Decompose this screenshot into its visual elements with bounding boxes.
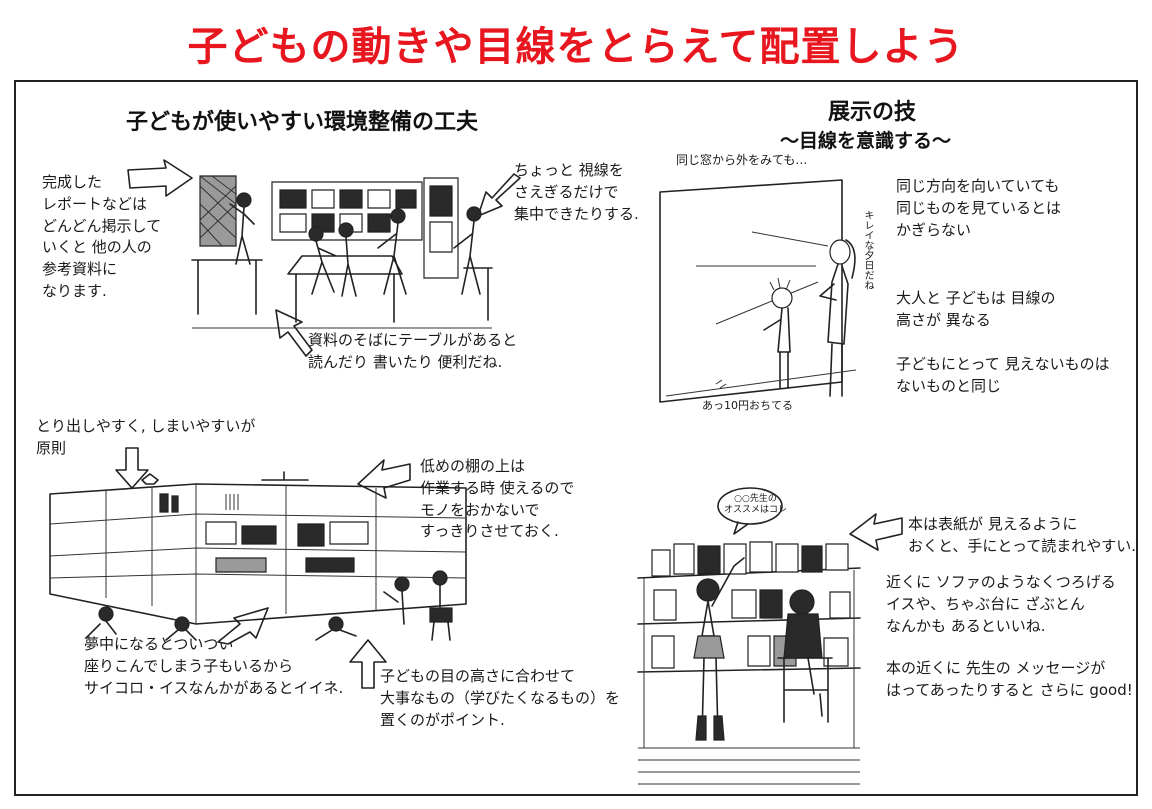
window-view-illustration bbox=[656, 174, 866, 404]
arrow-icon bbox=[112, 446, 152, 490]
arrow-icon bbox=[216, 602, 270, 644]
right-section-heading: 展示の技 bbox=[828, 100, 917, 125]
note-teacher-message: 本の近くに 先生の メッセージが はってあったりすると さらに good! bbox=[886, 659, 1133, 699]
arrow-icon bbox=[848, 512, 904, 552]
arrow-icon bbox=[126, 158, 196, 198]
illustration-panel: 子どもが使いやすい環境整備の工夫 完成した レポートなどは どんどん掲示して い… bbox=[14, 80, 1138, 796]
note-same-direction: 同じ方向を向いていても 同じものを見ているとは かぎらない bbox=[896, 177, 1062, 239]
window-label: 同じ窓から外をみても… bbox=[676, 153, 808, 167]
note-eye-height: 大人と 子どもは 目線の 高さが 異なる bbox=[896, 289, 1056, 329]
sunset-label: キレイな夕日だね bbox=[862, 210, 873, 290]
arrow-icon bbox=[346, 638, 390, 690]
left-section-heading: 子どもが使いやすい環境整備の工夫 bbox=[126, 110, 479, 135]
note-dice-chair: 夢中になるとついつい 座りこんでしまう子もいるから サイコロ・イスなんかがあると… bbox=[84, 635, 344, 697]
note-completed-reports: 完成した レポートなどは どんどん掲示して いくと 他の人の 参考資料に なりま… bbox=[42, 173, 162, 300]
note-invisible-things: 子どもにとって 見えないものは ないものと同じ bbox=[896, 355, 1110, 395]
right-section-subheading: 〜目線を意識する〜 bbox=[780, 130, 952, 152]
note-sofa-nearby: 近くに ソファのようなくつろげる イスや、ちゃぶ台に ざぶとん なんかも あると… bbox=[886, 573, 1116, 635]
page-title: 子どもの動きや目線をとらえて配置しよう bbox=[187, 24, 965, 70]
classroom-scene-illustration bbox=[192, 164, 492, 334]
note-book-cover-visible: 本は表紙が 見えるように おくと、手にとって読まれやすい. bbox=[908, 515, 1136, 555]
note-table-near-materials: 資料のそばにテーブルがあると 読んだり 書いたり 便利だね. bbox=[308, 331, 518, 371]
bookstand-scene-illustration bbox=[638, 486, 868, 786]
arrow-icon bbox=[476, 172, 522, 222]
note-child-eye-level: 子どもの目の高さに合わせて 大事なもの（学びたくなるもの）を 置くのがポイント. bbox=[380, 667, 621, 729]
note-easy-storage-principle: とり出しやすく, しまいやすいが 原則 bbox=[36, 417, 256, 457]
coin-label: あっ10円おちてる bbox=[702, 399, 793, 412]
teacher-recommendation-bubble: ○○先生の オススメはコレ bbox=[724, 494, 788, 515]
bookshelf-scene-illustration bbox=[46, 474, 476, 642]
arrow-icon bbox=[268, 308, 312, 358]
arrow-icon bbox=[356, 456, 412, 500]
note-block-gaze: ちょっと 視線を さえぎるだけで 集中できたりする. bbox=[514, 161, 639, 223]
